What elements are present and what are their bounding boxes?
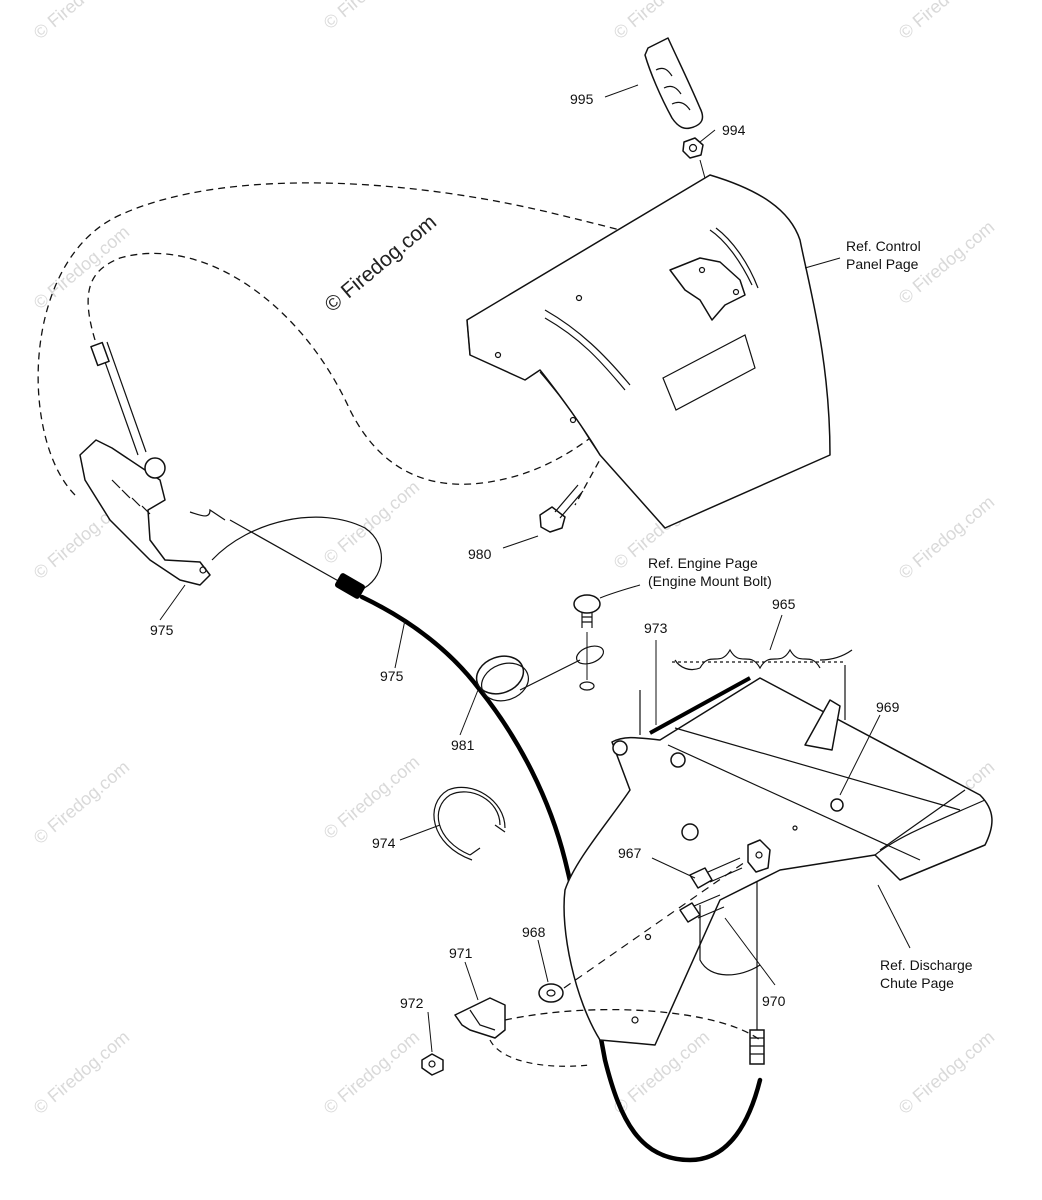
part-980-screw: [539, 484, 584, 533]
watermark-tile: © Firedog.com: [610, 0, 713, 43]
watermark-tile: © Firedog.com: [30, 757, 133, 848]
callout-973: 973: [644, 620, 668, 636]
callout-971: 971: [449, 945, 473, 961]
watermark-tile: © Firedog.com: [895, 0, 998, 43]
watermark-tile: © Firedog.com: [320, 477, 423, 568]
watermark-tile: © Firedog.com: [30, 1027, 133, 1118]
leader-980: [502, 535, 539, 549]
part-995-grip: [644, 37, 704, 130]
leader-969: [839, 714, 881, 796]
callout-980: 980: [468, 546, 492, 562]
callout-970: 970: [762, 993, 786, 1009]
watermark-tile: © Firedog.com: [895, 492, 998, 583]
watermark-grid: © Firedog.com © Firedog.com © Firedog.co…: [30, 0, 998, 1118]
ref-control-panel-line2: Panel Page: [846, 256, 919, 272]
part-975-lever-bracket: [79, 341, 226, 586]
cable-routing-dashed-inner: [87, 252, 706, 485]
leader-967: [651, 857, 696, 879]
part-981-clip: [475, 645, 605, 702]
callout-981: 981: [451, 737, 475, 753]
ref-engine-line2: (Engine Mount Bolt): [648, 573, 772, 589]
cable-wire-loop: [211, 516, 382, 591]
part-971-bracket: [454, 997, 506, 1039]
leader-995: [604, 84, 639, 98]
leader-974: [399, 824, 441, 841]
watermark-tile: © Firedog.com: [30, 0, 133, 43]
watermark-tile: © Firedog.com: [30, 222, 133, 313]
ref-engine-line1: Ref. Engine Page: [648, 555, 758, 571]
callout-968: 968: [522, 924, 546, 940]
watermark-tile: © Firedog.com: [895, 1027, 998, 1118]
part-973-rod: [649, 676, 751, 735]
watermark-tile: © Firedog.com: [320, 0, 423, 33]
watermark-tile: © Firedog.com: [320, 1027, 423, 1118]
part-974-ring: [433, 786, 506, 861]
leader-control-ref: [804, 257, 841, 269]
clamp-routing-dashed: [504, 1008, 761, 1041]
callout-975-cable: 975: [380, 668, 404, 684]
leader-994: [699, 129, 716, 143]
leader-981: [459, 689, 479, 736]
control-panel-housing: [466, 174, 831, 529]
callout-972: 972: [400, 995, 424, 1011]
callout-975-bracket: 975: [150, 622, 174, 638]
ref-discharge-line1: Ref. Discharge: [880, 957, 973, 973]
dashed-clamp-line: [489, 1039, 591, 1067]
bolt-axis-line: [563, 861, 746, 989]
cable-inner-wire: [229, 519, 343, 584]
part-994-nut: [682, 137, 704, 159]
ref-control-panel-line1: Ref. Control: [846, 238, 921, 254]
ref-discharge-line2: Chute Page: [880, 975, 954, 991]
leader-975-cable: [394, 619, 406, 669]
cable-routing-dashed-loop: [37, 182, 706, 496]
leader-971: [464, 961, 479, 1001]
part-970-bolt: [679, 894, 725, 923]
leader-discharge-ref: [877, 884, 911, 949]
part-972-nut: [421, 1053, 444, 1076]
discharge-chute-deflector: [563, 677, 993, 1046]
callout-969: 969: [876, 699, 900, 715]
callout-965: 965: [772, 596, 796, 612]
leader-engine-ref: [599, 584, 641, 599]
leader-965: [769, 614, 783, 651]
part-967-bolt: [689, 857, 743, 889]
callout-994: 994: [722, 122, 746, 138]
callout-967: 967: [618, 845, 642, 861]
leader-970: [724, 917, 776, 986]
engine-mount-bolt: [573, 594, 601, 691]
watermark-tile: © Firedog.com: [320, 752, 423, 843]
part-965-spring: [672, 648, 853, 671]
leader-968: [537, 939, 549, 983]
leader-972: [427, 1011, 433, 1053]
callout-974: 974: [372, 835, 396, 851]
part-968-washer: [538, 983, 564, 1003]
callout-995: 995: [570, 91, 594, 107]
watermark-main: © Firedog.com: [320, 210, 441, 316]
leader-975-bracket: [159, 584, 186, 621]
